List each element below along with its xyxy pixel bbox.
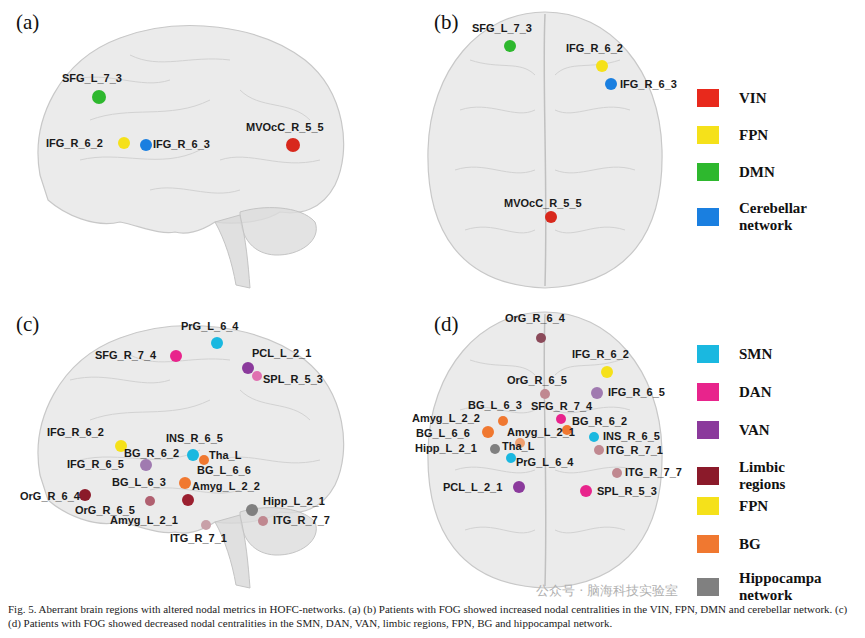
region-label: IFG_R_6_2 (47, 426, 104, 439)
region-label: BG_L_6_6 (416, 427, 470, 440)
region-label: SFG_R_7_4 (531, 400, 592, 413)
region-label: IFG_R_6_5 (67, 458, 124, 471)
legend-row: SMN (697, 345, 834, 363)
legend-swatch (697, 497, 719, 515)
legend-text: VAN (739, 422, 834, 439)
region-label: IFG_R_6_2 (566, 42, 623, 55)
legend-row: DAN (697, 383, 834, 401)
panel-letter: (a) (16, 10, 39, 34)
legend-swatch (697, 578, 719, 596)
region-label: ITG_R_7_1 (170, 532, 227, 545)
legend-text: DAN (739, 384, 834, 401)
legend-text: SMN (739, 346, 834, 363)
legend-swatch (697, 208, 719, 226)
legend-swatch (697, 163, 719, 181)
legend-row: FPN (697, 126, 834, 144)
legend-swatch (697, 89, 719, 107)
legend-row: BG (697, 535, 834, 553)
legend-swatch (697, 535, 719, 553)
region-label: PrG_L_6_4 (181, 320, 238, 333)
region-label: INS_R_6_5 (603, 430, 660, 443)
legend-swatch (697, 126, 719, 144)
legend-swatch (697, 383, 719, 401)
region-label: PCL_L_2_1 (443, 481, 502, 494)
region-label: OrG_R_6_4 (20, 490, 80, 503)
region-label: MVOcC_R_5_5 (246, 121, 324, 134)
region-label: OrG_R_6_5 (507, 374, 567, 387)
legend-text: BG (739, 536, 834, 553)
legend-row: DMN (697, 163, 834, 181)
region-label: IFG_R_6_5 (608, 386, 665, 399)
region-label: ITG_R_7_7 (625, 466, 682, 479)
region-label: ITG_R_7_7 (273, 514, 330, 527)
region-label: BG_L_6_3 (468, 399, 522, 412)
region-label: PCL_L_2_1 (252, 347, 311, 360)
region-label: SPL_R_5_3 (597, 485, 657, 498)
region-label: PrG_L_6_4 (516, 456, 573, 469)
region-label: BG_L_6_3 (112, 476, 166, 489)
region-label: IFG_R_6_2 (46, 137, 103, 150)
legend-row: Hippocampa network (697, 570, 834, 604)
region-label: BG_R_6_2 (572, 415, 627, 428)
region-label: BG_L_6_6 (197, 464, 251, 477)
region-label: Hipp_L_2_1 (263, 495, 325, 508)
legend-swatch (697, 467, 719, 485)
panel-letter: (c) (16, 312, 39, 336)
region-label: Tha_L (209, 449, 241, 462)
region-label: Amyg_L_2_2 (412, 412, 480, 425)
figure-caption: Fig. 5. Aberrant brain regions with alte… (8, 602, 858, 630)
region-label: OrG_R_6_4 (505, 312, 565, 325)
region-label: SFG_L_7_3 (62, 72, 122, 85)
region-label: Amyg_L_2_2 (192, 480, 260, 493)
region-label: SFG_L_7_3 (472, 22, 532, 35)
region-label: IFG_R_6_3 (620, 78, 677, 91)
legend-row: VIN (697, 89, 834, 107)
legend-row: FPN (697, 497, 834, 515)
legend-text: Hippocampa network (739, 570, 834, 604)
region-label: Amyg_L_2_1 (110, 514, 178, 527)
legend-text: Limbic regions (739, 459, 834, 493)
region-label: BG_R_6_2 (124, 447, 179, 460)
panel-letter: (b) (434, 10, 459, 34)
region-label: IFG_R_6_2 (572, 348, 629, 361)
region-label: SPL_R_5_3 (263, 373, 323, 386)
panel-letter: (d) (434, 312, 459, 336)
region-label: MVOcC_R_5_5 (504, 197, 582, 210)
region-label: INS_R_6_5 (166, 432, 223, 445)
legend-swatch (697, 421, 719, 439)
region-label: ITG_R_7_1 (606, 444, 663, 457)
legend-text: FPN (739, 498, 834, 515)
legend-row: Cerebellar network (697, 200, 834, 234)
region-label: Hipp_L_2_1 (415, 442, 477, 455)
legend-row: Limbic regions (697, 459, 834, 493)
watermark: 公众号 · 脑海科技实验室 (536, 584, 678, 597)
region-label: IFG_R_6_3 (153, 138, 210, 151)
region-label: Tha_L (502, 440, 534, 453)
region-label: Amyg_L_2_1 (507, 426, 575, 439)
legend-text: VIN (739, 90, 834, 107)
region-label: SFG_R_7_4 (95, 349, 156, 362)
legend-swatch (697, 345, 719, 363)
legend-text: FPN (739, 127, 834, 144)
legend-text: DMN (739, 164, 834, 181)
legend-row: VAN (697, 421, 834, 439)
legend-text: Cerebellar network (739, 200, 834, 234)
